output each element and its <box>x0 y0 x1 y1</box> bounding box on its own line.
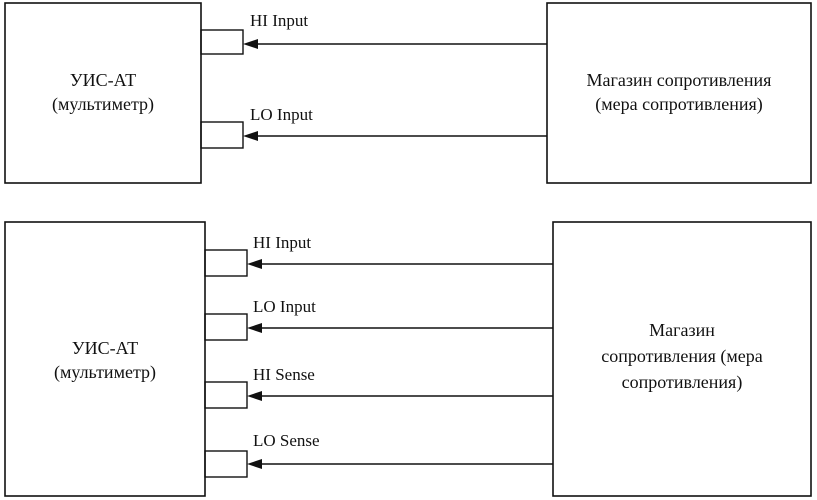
connection-hi-sense: HI Sense <box>204 365 553 409</box>
terminal <box>204 450 248 478</box>
resistance-box-block <box>552 221 812 497</box>
arrow-left-icon <box>243 39 258 49</box>
connection-lo-input: LO Input <box>200 105 547 149</box>
terminal <box>204 381 248 409</box>
multimeter-block <box>4 221 206 497</box>
connection-lo-sense: LO Sense <box>204 431 553 478</box>
connection-hi-input: HI Input <box>204 233 553 277</box>
connection-label: LO Input <box>250 105 313 124</box>
connection-label: LO Input <box>253 297 316 316</box>
arrow-left-icon <box>247 323 262 333</box>
connection-hi-input: HI Input <box>200 11 547 55</box>
resistance-box-label-line: сопротивления (мера <box>601 346 763 367</box>
diagram-two-wire: УИС-АТ (мультиметр) Магазин сопротивлени… <box>4 2 812 184</box>
arrow-left-icon <box>243 131 258 141</box>
multimeter-block <box>4 2 202 184</box>
terminal <box>200 29 244 55</box>
resistance-box-label-line: сопротивления) <box>622 372 743 393</box>
arrow-left-icon <box>247 259 262 269</box>
diagram-four-wire: УИС-АТ (мультиметр) Магазин сопротивлени… <box>4 221 812 497</box>
resistance-box-label-line: Магазин сопротивления <box>587 70 772 90</box>
multimeter-name: УИС-АТ <box>70 70 136 90</box>
connection-label: HI Input <box>253 233 311 252</box>
arrow-left-icon <box>247 459 262 469</box>
connection-lo-input: LO Input <box>204 297 553 341</box>
multimeter-subtitle: (мультиметр) <box>54 362 156 383</box>
resistance-box-block <box>546 2 812 184</box>
connection-label: LO Sense <box>253 431 320 450</box>
connection-label: HI Sense <box>253 365 315 384</box>
multimeter-name: УИС-АТ <box>72 338 138 358</box>
arrow-left-icon <box>247 391 262 401</box>
terminal <box>200 121 244 149</box>
connection-label: HI Input <box>250 11 308 30</box>
resistance-box-label-line: Магазин <box>649 320 715 340</box>
resistance-box-label-line: (мера сопротивления) <box>595 94 763 115</box>
terminal <box>204 313 248 341</box>
terminal <box>204 249 248 277</box>
multimeter-subtitle: (мультиметр) <box>52 94 154 115</box>
